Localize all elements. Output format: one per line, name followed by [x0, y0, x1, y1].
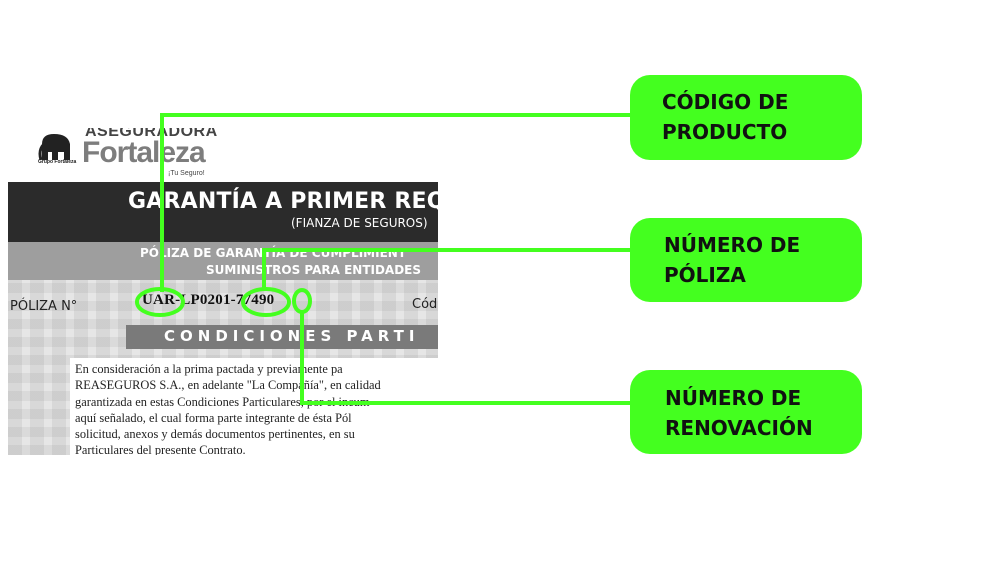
- paragraph-line: Particulares del presente Contrato.: [75, 443, 246, 455]
- paragraph-line: En consideración a la prima pactada y pr…: [75, 362, 343, 376]
- poliza-label: PÓLIZA N°: [10, 299, 78, 314]
- paragraph-line: solicitud, anexos y demás documentos per…: [75, 427, 355, 442]
- conditions-heading: CONDICIONES PARTI: [164, 327, 420, 345]
- paragraph-line: REASEGUROS S.A., en adelante "La Compañí…: [75, 378, 381, 393]
- policy-type-line2: SUMINISTROS PARA ENTIDADES: [206, 263, 422, 277]
- callout-line: PÓLIZA: [664, 263, 746, 287]
- policy-type-line1: PÓLIZA DE GARANTÍA DE CUMPLIMIENT: [140, 246, 406, 260]
- brand-tagline: ¡Tu Seguro!: [168, 170, 205, 177]
- callout-line: RENOVACIÓN: [665, 416, 813, 440]
- callout-line: NÚMERO DE: [664, 233, 801, 257]
- paragraph-line: garantizada en estas Condiciones Particu…: [75, 394, 370, 409]
- callout-renewal-number: NÚMERO DE RENOVACIÓN: [630, 370, 862, 454]
- brand-name: Fortaleza: [82, 136, 206, 169]
- document-subtitle: (FIANZA DE SEGUROS): [291, 216, 428, 230]
- paragraph-line: aquí señalado, el cual forma parte integ…: [75, 410, 352, 425]
- callout-policy-number: NÚMERO DE PÓLIZA: [630, 218, 862, 302]
- callout-line: PRODUCTO: [662, 120, 788, 144]
- scanned-document: Grupo Fortaleza ASEGURADORA Fortaleza ¡T…: [8, 128, 438, 455]
- elephant-logo-icon: [38, 134, 70, 161]
- poliza-number: UAR-LP0201-77490: [142, 292, 275, 308]
- callout-line: NÚMERO DE: [665, 386, 802, 410]
- conditions-paragraph: En consideración a la prima pactada y pr…: [75, 361, 438, 455]
- callout-line: CÓDIGO DE: [662, 90, 789, 114]
- document-title: GARANTÍA A PRIMER REQU: [128, 189, 438, 214]
- brand-group: Grupo Fortaleza: [38, 159, 77, 165]
- callout-product-code: CÓDIGO DE PRODUCTO: [630, 75, 862, 160]
- cod-label: Cód: [412, 297, 438, 312]
